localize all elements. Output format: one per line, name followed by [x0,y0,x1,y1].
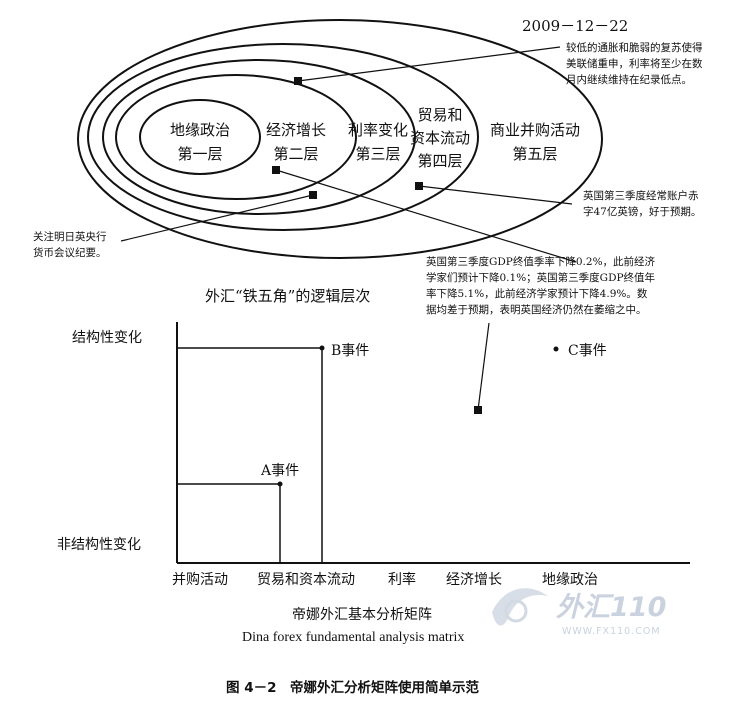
layer-1-name: 地缘政治 [170,121,230,139]
annotation-top-line: 月内继续维持在纪录低点。 [566,73,692,86]
a-event-region [177,483,281,563]
event-c-point [553,346,559,352]
layer-5-name: 商业并购活动 [490,121,580,139]
matrix-title-en: Dina forex fundamental analysis matrix [242,630,464,645]
diagram-title: 外汇“铁五角”的逻辑层次 [205,287,370,305]
annotation-top: 较低的通胀和脆弱的复苏使得 美联储重申，利率将至少在数 月内继续维持在纪录低点。 [566,41,703,86]
annotation-middle-line: 率下降5.1%，此前经济学家预计下降4.9%。数 [426,287,648,300]
marker-square [294,77,302,85]
watermark-logo: 外汇110 WWW.FX110.COM [492,588,666,637]
layer-2-level: 第二层 [273,145,318,163]
leader-top [297,46,561,82]
y-label-structural: 结构性变化 [72,330,142,346]
marker-square [272,166,280,174]
leader-gdp-lower [477,322,490,411]
leader-left [120,194,314,242]
marker-square [415,182,423,190]
x-axis-labels: 并购活动 贸易和资本流动 利率 经济增长 地缘政治 [172,571,598,588]
layer-3-name: 利率变化 [348,121,408,139]
date-label: 2009－12－22 [522,17,628,35]
event-c-label: C事件 [568,343,607,359]
annotation-top-line: 美联储重申，利率将至少在数 [566,57,703,70]
event-b-label: B事件 [331,343,369,359]
ellipse-layer-2 [115,74,357,200]
layer-5-level: 第五层 [512,145,557,163]
ellipse-layer-5 [77,19,603,259]
annotation-middle-line: 学家们预计下降0.1%；英国第三季度GDP终值年 [426,271,655,284]
marker-square [309,191,317,199]
event-b-point [319,345,325,351]
layer-3-level: 第三层 [355,145,400,163]
x-label: 经济增长 [446,572,502,588]
leader-gdp [275,169,577,263]
watermark-globe-icon [504,599,528,623]
layer-labels: 地缘政治 第一层 经济增长 第二层 利率变化 第三层 贸易和 资本流动 第四层 … [170,106,580,170]
leader-lines [120,46,577,411]
y-label-non-structural: 非结构性变化 [57,537,141,553]
x-label: 并购活动 [172,572,228,588]
watermark-main-text: 外汇110 [556,592,666,623]
x-label: 地缘政治 [542,572,598,588]
figure-caption: 图 4－2 帝娜外汇分析矩阵使用简单示范 [226,679,479,696]
event-a-label: A事件 [260,463,299,479]
annotation-middle-line: 据均差于预期，表明英国经济仍然在萎缩之中。 [426,303,647,316]
layer-ellipses [77,19,603,259]
event-a-point [277,481,283,487]
annotation-right-line: 英国第三季度经常账户赤 [583,189,699,202]
annotation-right-line: 字47亿英镑，好于预期。 [583,205,701,218]
annotation-top-line: 较低的通胀和脆弱的复苏使得 [566,41,703,54]
annotation-left: 关注明日英央行 货币会议纪要。 [33,230,107,259]
layer-4-level: 第四层 [417,152,462,170]
marker-square [474,406,482,414]
annotation-middle: 英国第三季度GDP终值季率下降0.2%，此前经济 学家们预计下降0.1%；英国第… [426,255,656,316]
layer-1-level: 第一层 [177,145,222,163]
layer-2-name: 经济增长 [266,121,326,139]
annotation-middle-line: 英国第三季度GDP终值季率下降0.2%，此前经济 [426,255,656,268]
layer-4-name-line1: 贸易和 [417,106,462,124]
layer-4-name-line2: 资本流动 [410,129,470,147]
annotation-left-line: 货币会议纪要。 [33,246,107,259]
b-event-region [177,347,323,563]
annotation-left-line: 关注明日英央行 [33,230,107,243]
leader-right [418,185,573,205]
event-region-lines [177,347,323,563]
watermark-url-text: WWW.FX110.COM [562,626,661,637]
x-label: 贸易和资本流动 [257,572,355,588]
x-label: 利率 [388,571,416,588]
ellipse-layer-4 [87,43,479,231]
ellipse-layer-3 [102,59,416,215]
matrix-title-cn: 帝娜外汇基本分析矩阵 [292,606,432,623]
event-markers [272,77,482,414]
matrix-axes [176,322,690,564]
ellipse-layer-1 [139,99,261,175]
annotation-right: 英国第三季度经常账户赤 字47亿英镑，好于预期。 [583,189,701,218]
